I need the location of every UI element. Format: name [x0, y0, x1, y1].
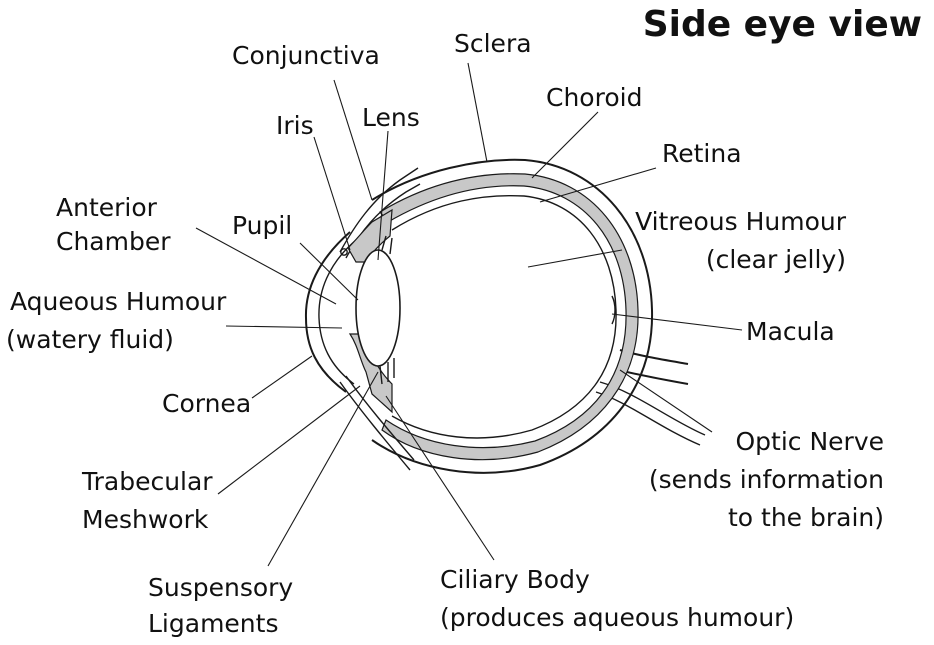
cornea-inner-drawing [319, 240, 356, 384]
label-conjunctiva: Conjunctiva [232, 40, 380, 71]
label-trabecular-meshwork-1: Trabecular [82, 466, 213, 497]
label-vitreous-humour-1: Vitreous Humour [635, 206, 846, 237]
label-vitreous-humour-2: (clear jelly) [706, 244, 846, 275]
label-aqueous-humour-1: Aqueous Humour [10, 286, 226, 317]
label-lens: Lens [362, 102, 420, 133]
label-ciliary-body-2: (produces aqueous humour) [440, 602, 794, 633]
label-cornea: Cornea [162, 388, 251, 419]
vitreous-humour-drawing [396, 202, 610, 432]
label-iris: Iris [276, 110, 314, 141]
label-pupil: Pupil [232, 210, 292, 241]
leader-suspensory-ligaments [268, 372, 378, 566]
label-macula: Macula [746, 316, 835, 347]
label-optic-nerve-1: Optic Nerve [735, 426, 884, 457]
label-suspensory-ligaments-2: Ligaments [148, 608, 278, 639]
label-suspensory-ligaments-1: Suspensory [148, 572, 293, 603]
label-sclera: Sclera [454, 28, 532, 59]
label-optic-nerve-2: (sends information [649, 464, 884, 495]
label-ciliary-body-1: Ciliary Body [440, 564, 590, 595]
leader-iris [314, 137, 350, 250]
lens-drawing [356, 250, 400, 366]
label-anterior-chamber-1: Anterior [56, 192, 157, 223]
label-aqueous-humour-2: (watery fluid) [6, 324, 174, 355]
macula-drawing [612, 296, 615, 324]
leader-cornea [252, 356, 312, 398]
leader-choroid [532, 112, 598, 178]
label-anterior-chamber-2: Chamber [56, 226, 171, 257]
label-trabecular-meshwork-2: Meshwork [82, 504, 208, 535]
label-optic-nerve-3: to the brain) [728, 502, 884, 533]
label-choroid: Choroid [546, 82, 642, 113]
label-retina: Retina [662, 138, 742, 169]
leader-aqueous-humour [226, 326, 342, 328]
leader-sclera [468, 63, 487, 162]
diagram-title: Side eye view [643, 4, 922, 45]
leader-conjunctiva [334, 80, 372, 200]
